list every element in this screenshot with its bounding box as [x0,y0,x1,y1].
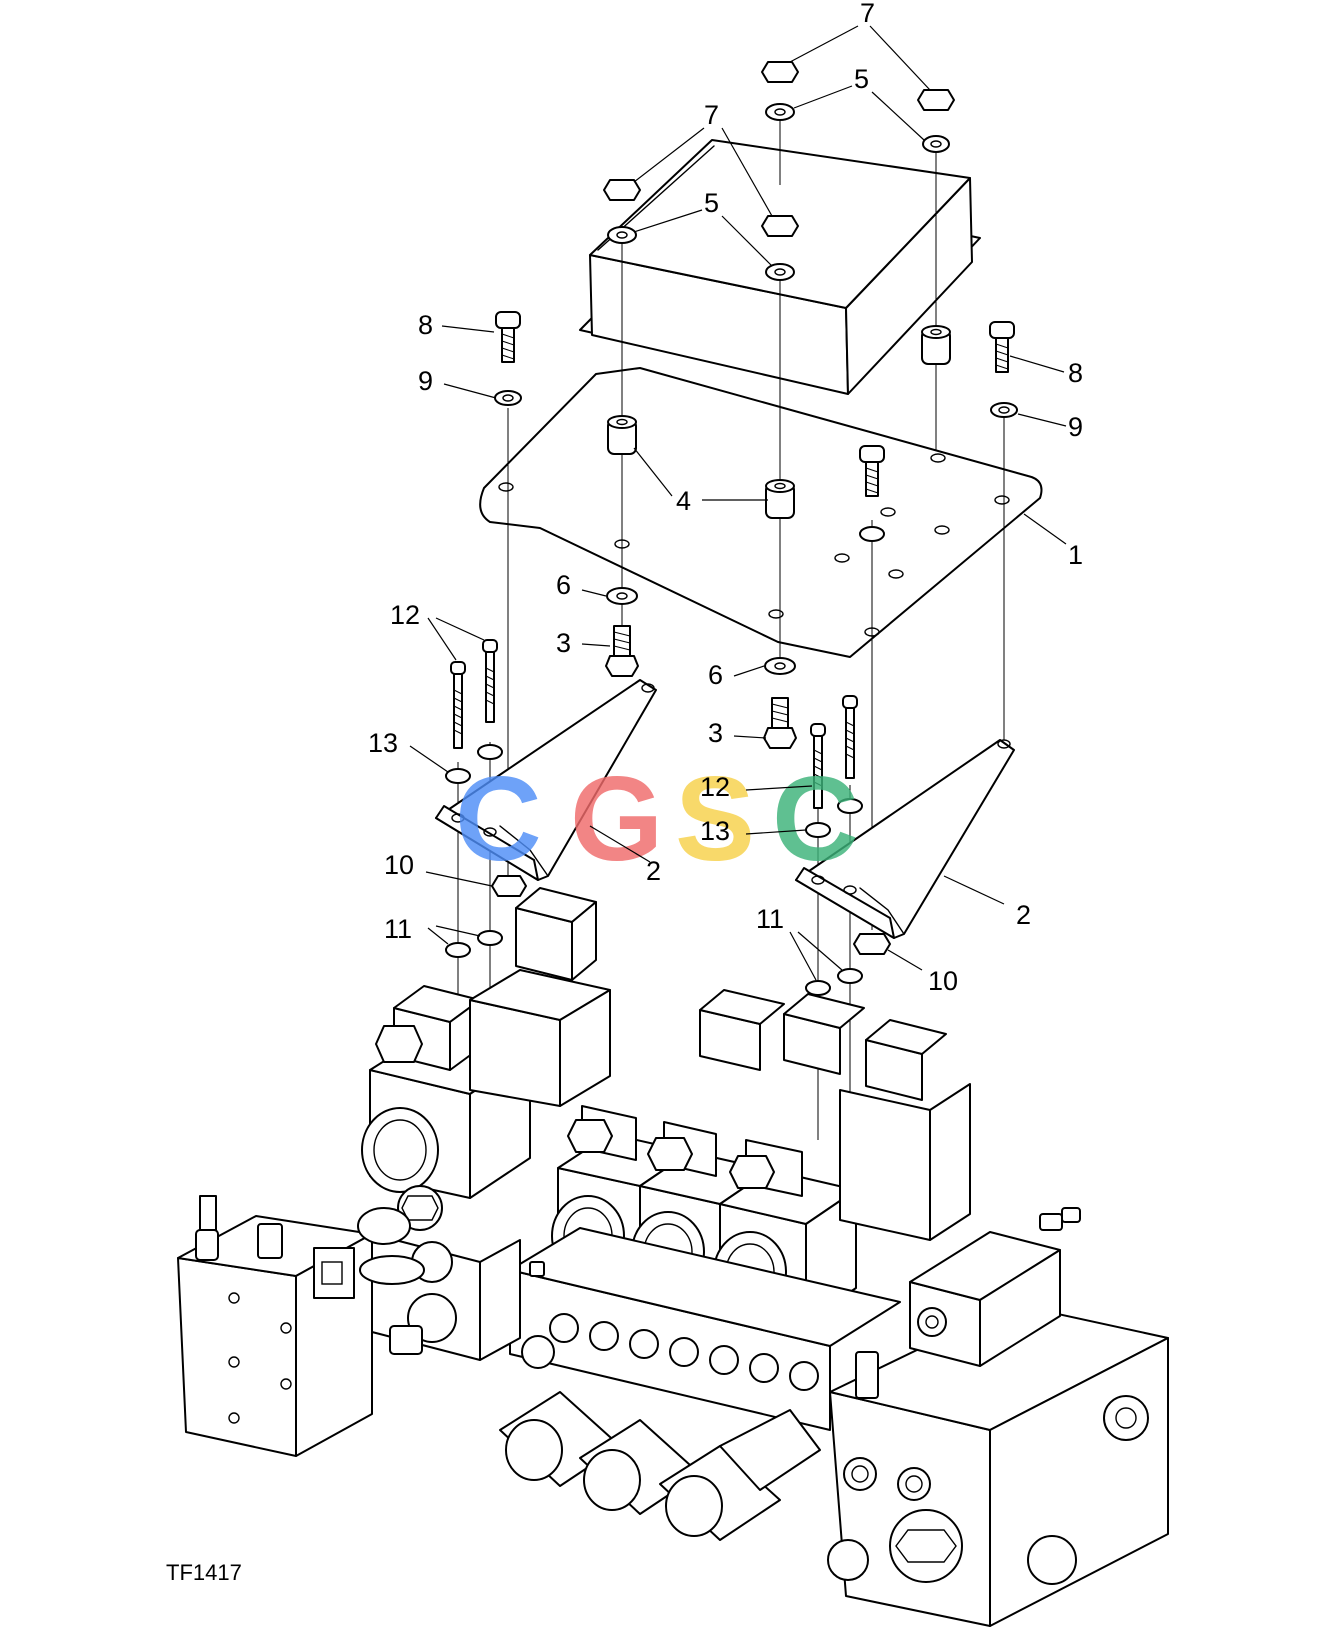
nut-washer-stack-top-center [761,61,799,121]
nut-washers-right [805,933,891,996]
nut-washer-stack-left [603,179,641,244]
callout-11-left: 11 [384,914,412,944]
callout-8-left: 8 [418,310,433,340]
spacer-right [921,325,951,365]
callout-4: 4 [676,486,691,516]
callout-9-left: 9 [418,366,433,396]
callout-6-left: 6 [556,570,571,600]
callout-9-right: 9 [1068,412,1083,442]
watermark-letter-1: C [455,752,542,886]
spacer-left [607,415,637,455]
watermark-letter-3: S [675,752,755,886]
callout-10-left: 10 [384,850,414,880]
spacer-center [765,479,795,519]
nut-washers-left [445,875,527,958]
callout-13-left: 13 [368,728,398,758]
callout-1: 1 [1068,540,1083,570]
callout-12-left: 12 [390,600,420,630]
figure-id: TF1417 [166,1560,242,1585]
watermark: C G S C [455,752,859,886]
bolts-washers-left [445,639,503,784]
nut-washer-stack-top-right [917,89,955,153]
watermark-letter-2: G [570,752,663,886]
callout-3-right: 3 [708,718,723,748]
callout-5-top: 5 [854,64,869,94]
bolt-left [494,311,522,406]
washer-screw-left [605,587,639,677]
callout-5-left: 5 [704,188,719,218]
bolt-plate-center [859,445,885,542]
watermark-letter-4: C [772,752,859,886]
leader-lines [409,25,1067,981]
callout-7-left: 7 [704,100,719,130]
callout-8-right: 8 [1068,358,1083,388]
callout-11-right: 11 [756,904,784,934]
callout-10-right: 10 [928,966,958,996]
callout-3-left: 3 [556,628,571,658]
callout-6-right: 6 [708,660,723,690]
bolt-right [989,321,1018,418]
nut-washer-stack-center [761,215,799,281]
callout-2-right: 2 [1016,900,1031,930]
callout-13-right: 13 [700,816,730,846]
bracket-left [435,679,657,881]
hydraulic-valve-bank [177,887,1169,1627]
callout-labels: 7 5 7 5 8 9 8 9 4 1 6 3 12 13 6 3 12 13 … [368,0,1083,996]
callout-7-top: 7 [860,0,875,28]
mounting-plate [479,367,1043,658]
washer-screw-right [763,657,797,749]
callout-12-right: 12 [700,772,730,802]
bracket-right [795,739,1015,939]
callout-2-left: 2 [646,856,661,886]
